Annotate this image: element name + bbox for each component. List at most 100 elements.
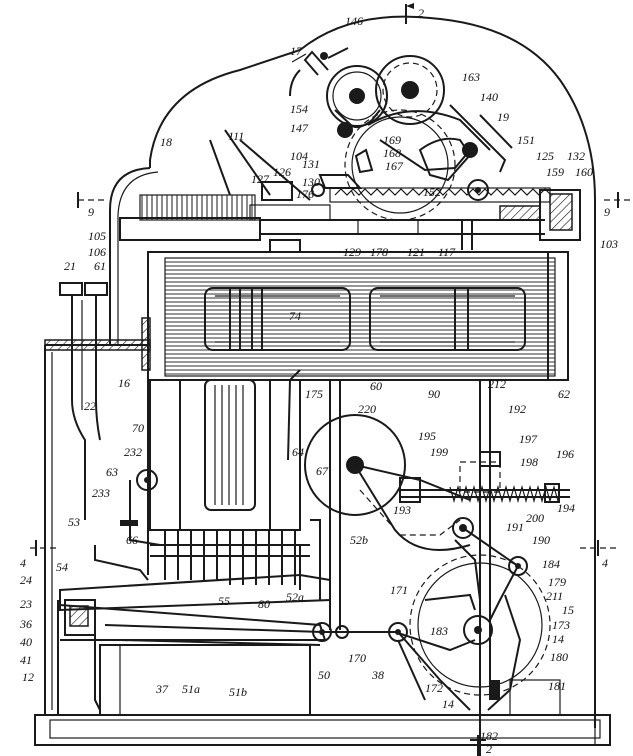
- label-146: 146: [345, 14, 363, 28]
- label-105: 105: [88, 229, 106, 243]
- label-103: 103: [600, 237, 618, 251]
- label-64: 64: [292, 445, 304, 459]
- label-section-2-top: 2: [418, 6, 424, 20]
- label-60: 60: [370, 379, 382, 393]
- label-14-bottom: 14: [442, 697, 454, 711]
- label-194: 194: [557, 501, 575, 515]
- label-169: 169: [383, 133, 401, 147]
- label-129: 129: [343, 245, 361, 259]
- label-12: 12: [22, 670, 34, 684]
- label-section-9-right: 9: [604, 205, 610, 219]
- spring-rod: [399, 451, 570, 504]
- label-125: 125: [536, 149, 554, 163]
- pawl-assembly: [57, 469, 331, 716]
- label-163: 163: [462, 70, 480, 84]
- label-62: 62: [558, 387, 570, 401]
- label-154: 154: [290, 102, 308, 116]
- label-212: 212: [488, 377, 506, 391]
- label-173: 173: [552, 618, 570, 632]
- label-17: 17: [290, 44, 303, 58]
- label-130: 130: [302, 175, 320, 189]
- label-147: 147: [290, 121, 309, 135]
- label-21: 21: [64, 259, 76, 273]
- label-117: 117: [438, 245, 456, 259]
- label-182: 182: [480, 729, 498, 743]
- label-67: 67: [316, 464, 329, 478]
- label-36: 36: [19, 617, 32, 631]
- label-section-4-right: 4: [602, 556, 608, 570]
- label-63: 63: [106, 465, 118, 479]
- label-18: 18: [160, 135, 172, 149]
- label-198: 198: [520, 455, 538, 469]
- label-19: 19: [497, 110, 509, 124]
- label-52b: 52b: [350, 533, 368, 547]
- label-41: 41: [20, 653, 32, 667]
- label-37: 37: [155, 682, 169, 696]
- label-170: 170: [348, 651, 366, 665]
- label-131: 131: [302, 157, 320, 171]
- label-183: 183: [430, 624, 448, 638]
- label-section-9-left: 9: [88, 205, 94, 219]
- label-178: 178: [370, 245, 388, 259]
- label-51a: 51a: [182, 682, 200, 696]
- label-172: 172: [425, 681, 443, 695]
- counter-bank: [147, 251, 569, 381]
- label-50: 50: [318, 668, 330, 682]
- label-section-4-left: 4: [20, 556, 26, 570]
- label-160: 160: [575, 165, 593, 179]
- label-52a: 52a: [286, 590, 304, 604]
- label-section-2-bottom: 2: [486, 742, 492, 756]
- label-192: 192: [508, 402, 526, 416]
- label-54: 54: [56, 560, 68, 574]
- label-197: 197: [519, 432, 538, 446]
- label-15: 15: [562, 603, 574, 617]
- label-181: 181: [548, 679, 566, 693]
- label-211: 211: [546, 589, 563, 603]
- label-132: 132: [567, 149, 585, 163]
- label-168: 168: [383, 146, 401, 160]
- label-66: 66: [126, 533, 138, 547]
- label-14-right: 14: [552, 632, 564, 646]
- label-23: 23: [20, 597, 32, 611]
- label-121: 121: [407, 245, 425, 259]
- label-167: 167: [385, 159, 404, 173]
- label-104: 104: [290, 149, 308, 163]
- label-140: 140: [480, 90, 498, 104]
- label-191: 191: [506, 520, 524, 534]
- label-220: 220: [358, 402, 376, 416]
- label-199: 199: [430, 445, 448, 459]
- label-22: 22: [84, 399, 96, 413]
- label-126: 126: [273, 165, 291, 179]
- label-16: 16: [118, 376, 130, 390]
- label-151: 151: [517, 133, 535, 147]
- label-179: 179: [548, 575, 566, 589]
- paper-roll-mechanism: [289, 47, 445, 138]
- label-55: 55: [218, 594, 230, 608]
- bottom-linkage: [104, 622, 471, 711]
- label-74: 74: [289, 309, 301, 323]
- label-193: 193: [393, 503, 411, 517]
- label-51b: 51b: [229, 685, 247, 699]
- label-111: 111: [228, 129, 244, 143]
- label-190: 190: [532, 533, 550, 547]
- label-175: 175: [305, 387, 323, 401]
- label-152: 152: [423, 185, 441, 199]
- vertical-bars: [147, 369, 310, 585]
- label-106: 106: [88, 245, 106, 259]
- label-233: 233: [92, 486, 110, 500]
- section-markers: [30, 3, 630, 756]
- label-24: 24: [20, 573, 32, 587]
- printing-wheel-assembly: [311, 104, 552, 221]
- label-200: 200: [526, 511, 544, 525]
- label-195: 195: [418, 429, 436, 443]
- label-61: 61: [94, 259, 106, 273]
- column-shaft: [44, 282, 151, 520]
- label-184: 184: [542, 557, 560, 571]
- label-90: 90: [428, 387, 440, 401]
- label-53: 53: [68, 515, 80, 529]
- label-196: 196: [556, 447, 574, 461]
- label-159: 159: [546, 165, 564, 179]
- label-40: 40: [20, 635, 32, 649]
- label-176: 176: [296, 187, 314, 201]
